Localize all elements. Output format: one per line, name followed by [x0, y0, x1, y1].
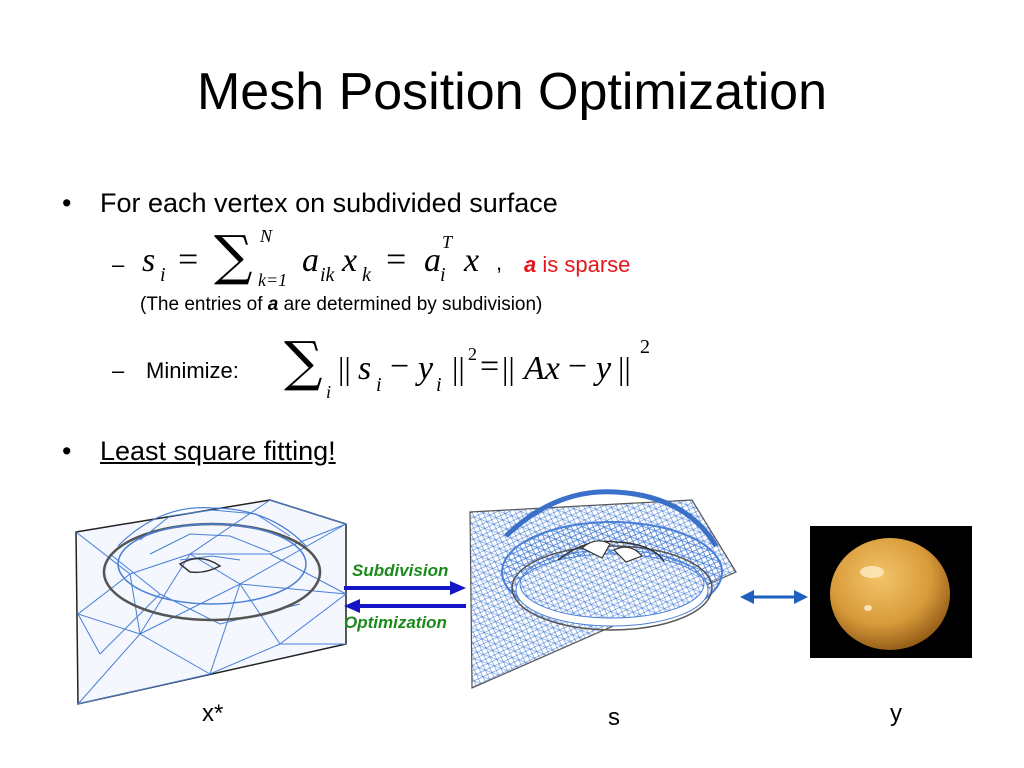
subdivided-mesh-figure: [469, 489, 737, 689]
bullet-2-text: Least square fitting!: [100, 436, 336, 466]
bullet-2: • Least square fitting!: [62, 436, 336, 467]
subdivided-mesh-ring: [501, 489, 723, 631]
eq2-norm-right-2: ||: [618, 350, 631, 386]
sparse-note: a is sparse: [524, 252, 630, 278]
label-s: s: [608, 704, 620, 731]
eq1-a: a: [302, 242, 319, 279]
minimize-label: Minimize:: [146, 358, 239, 383]
coarse-mesh-figure: [75, 499, 348, 705]
eq1-comma: ,: [496, 250, 503, 275]
comparison-arrow: [740, 590, 808, 604]
subdivision-arrow: [344, 581, 466, 595]
eq1-sum: ∑: [214, 224, 253, 287]
eq2-Ax: Ax: [524, 350, 560, 387]
label-y: y: [890, 700, 902, 727]
sparse-a: a: [524, 252, 537, 277]
equation-2: ∑ i || s i − y i || 2 = || Ax − y || 2: [284, 330, 664, 414]
eq2-minus: −: [390, 348, 410, 385]
eq1-s: s: [142, 242, 156, 279]
eq1-lower-k: k=1: [258, 270, 288, 290]
eq2-square-2: 2: [640, 336, 650, 358]
eq2-norm-left: ||: [338, 350, 351, 386]
eq2-norm-right: ||: [452, 350, 465, 386]
eq2-s: s: [358, 350, 372, 387]
bullet-dot: •: [62, 188, 72, 218]
bullet-1: • For each vertex on subdivided surface: [62, 188, 558, 219]
slide-title: Mesh Position Optimization: [196, 63, 828, 121]
note-suffix: are determined by subdivision): [278, 294, 543, 315]
eq1-upper-N: N: [260, 226, 273, 246]
eq2-square: 2: [468, 344, 477, 364]
sub-bullet-1-dash: –: [112, 252, 125, 277]
coarse-mesh-lines: [75, 499, 348, 705]
subdivision-note: (The entries of a are determined by subd…: [140, 294, 542, 316]
bullet-1-text: For each vertex on subdivided surface: [100, 188, 558, 218]
eq2-y-2: y: [596, 350, 612, 387]
eq1-x-2: x: [464, 242, 480, 279]
sparse-text: is sparse: [536, 252, 631, 277]
eq2-sum: ∑: [284, 330, 323, 393]
eq1-sub-ik: ik: [320, 264, 335, 286]
coarse-mesh-ring: [102, 507, 322, 622]
eq1-equals: =: [178, 239, 199, 279]
eq2-sub-i: i: [326, 382, 332, 402]
eq1-sup-T: T: [442, 232, 453, 252]
note-a: a: [267, 294, 279, 315]
eq2-y: y: [418, 350, 434, 387]
eq2-sub-si: i: [376, 374, 382, 396]
egg-photo: [810, 526, 972, 658]
eq1-x: x: [342, 242, 358, 279]
optimization-label: Optimization: [344, 613, 447, 632]
eq1-equals-2: =: [386, 239, 407, 279]
optimization-arrow: [344, 599, 466, 613]
bullet-dot-2: •: [62, 436, 72, 466]
subdivision-label: Subdivision: [352, 561, 449, 580]
note-prefix: (The entries of: [140, 294, 268, 315]
eq2-equals: =: [480, 348, 500, 385]
eq1-sub-i: i: [160, 264, 166, 286]
eq2-minus-2: −: [568, 348, 588, 385]
eq2-norm-left-2: ||: [502, 350, 515, 386]
eq1-sub-k: k: [362, 264, 371, 286]
eq1-a-2: a: [424, 242, 441, 279]
sub-bullet-2-dash: –: [112, 358, 125, 383]
label-x-star: x*: [202, 700, 224, 727]
equation-1: s i = ∑ N k=1 a ik x k = a i T x: [142, 224, 512, 296]
eq1-sub-i-2: i: [440, 264, 446, 286]
eq2-sub-yi: i: [436, 374, 442, 396]
